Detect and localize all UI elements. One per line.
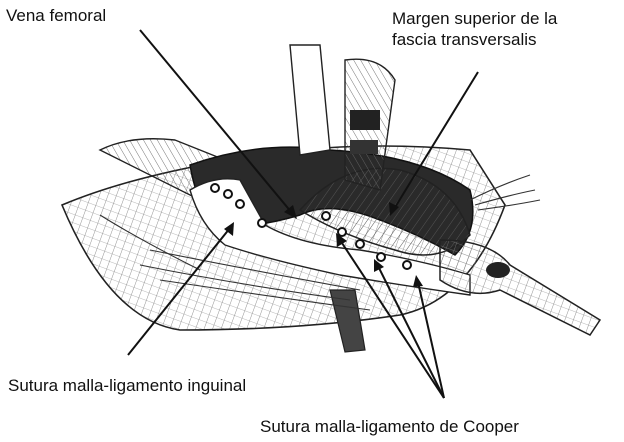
label-sutura-inguinal: Sutura malla-ligamento inguinal <box>8 375 246 396</box>
label-margen-line1: Margen superior de la <box>392 8 557 29</box>
label-margen-superior: Margen superior de la fascia transversal… <box>392 8 557 50</box>
suture-knot <box>236 200 244 208</box>
suture-knot <box>322 212 330 220</box>
suture-knot <box>403 261 411 269</box>
label-vena-femoral: Vena femoral <box>6 5 106 26</box>
retractor-right <box>440 240 600 335</box>
suture-knot <box>258 219 266 227</box>
suture-knot <box>211 184 219 192</box>
suture-knot <box>356 240 364 248</box>
suture-knot <box>338 228 346 236</box>
suture-knot <box>224 190 232 198</box>
label-sutura-cooper: Sutura malla-ligamento de Cooper <box>260 416 519 437</box>
suture-knot <box>377 253 385 261</box>
label-margen-line2: fascia transversalis <box>392 29 557 50</box>
